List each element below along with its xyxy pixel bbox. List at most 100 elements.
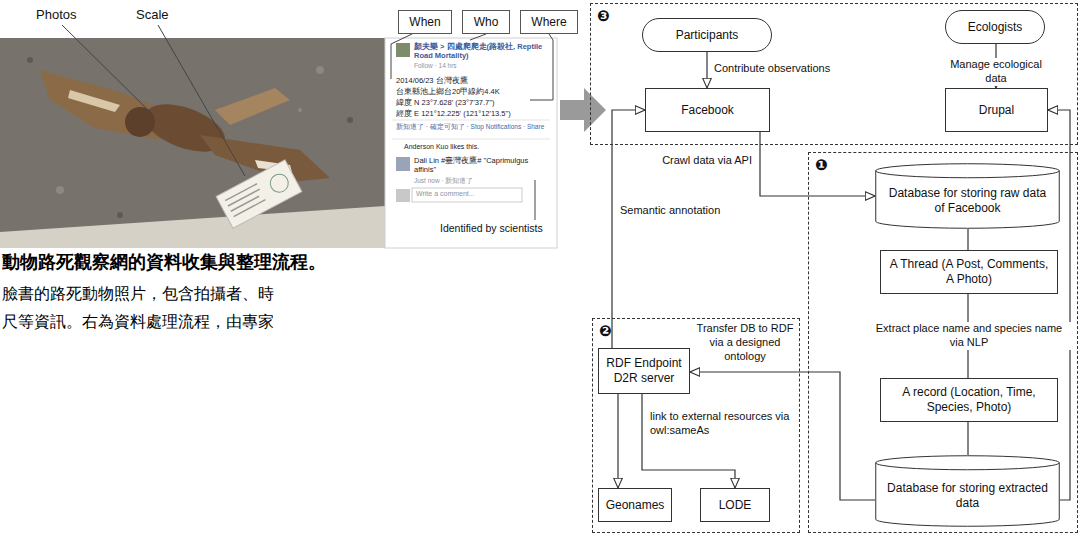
node-text: LODE [719,498,752,513]
node-text: Facebook [681,103,734,118]
actor-node: Ecologists [945,10,1045,44]
label-holder: Anderson Kuo likes this. [404,143,552,151]
node-text: When [409,15,440,30]
node-text: Database for storing extracted data [883,481,1052,511]
wing-bar [68,90,120,112]
edge-label: Manage ecological data [940,58,1052,86]
callout-label: Identified by scientists [440,222,560,235]
node-text: Where [531,15,566,30]
node-text: Participants [676,28,739,43]
edge-label-holder: Manage ecological data [940,58,1052,86]
label-holder: Write a comment... [416,190,516,198]
label-holder: Dali Lin #臺灣夜鷹# "Caprimulgus affinis" [414,156,548,174]
info-tag: When [398,10,452,34]
post-actions: 新知道了 · 確定可知了 · Stop Notifications · Shar… [396,123,551,131]
edge-label: Contribute observations [712,62,832,76]
edge-label-holder: Crawl data via API [640,150,754,168]
node-text: Drupal [979,103,1014,118]
callout-label: Photos [36,7,106,23]
label-holder: 臉書的路死動物照片，包含拍攝者、時 [2,284,422,303]
speckle [117,212,123,218]
road-photo [0,38,385,248]
label-holder: Photos [36,7,106,23]
comment-input: Write a comment... [416,190,516,198]
process-box: A record (Location, Time, Species, Photo… [880,378,1058,422]
process-box: Geonames [598,488,672,522]
node-text: Who [474,15,499,30]
edge-label: Semantic annotation [618,204,722,218]
flow-arrow [560,88,606,132]
info-tag: Who [462,10,510,34]
asphalt [0,38,385,248]
node-text: Ecologists [968,20,1023,35]
node-text: A Thread (A Post, Comments, A Photo) [887,257,1051,287]
label-holder: Identified by scientists [440,222,560,235]
label-holder: 緯度 N 23°7.628' (23°7'37.7") [396,98,551,107]
post-author: 顏夫樂 > 四處爬爬走(路殺社, Reptile Road Mortality) [414,42,548,60]
node-text: Database for storing raw data of Faceboo… [883,186,1052,216]
label-holder: 台東縣池上鄉台20甲線約4.4K [396,87,551,96]
caption-text: 動物路死觀察網的資料收集與整理流程。 [2,252,422,274]
edge-label: Transfer DB to RDF via a designed ontolo… [692,322,798,363]
card-seal [267,171,291,195]
node-text: Geonames [606,498,665,513]
bird-wing [40,70,170,140]
actor-node: Participants [642,18,772,52]
database-cylinder: Database for storing extracted data [875,455,1060,527]
region-number: ❶ [815,157,828,172]
label-holder: 新知道了 · 確定可知了 · Stop Notifications · Shar… [396,123,551,131]
cylinder-outline [876,456,1060,527]
speckle [347,117,353,123]
leader-line [158,25,245,176]
avatar [396,189,410,202]
node-text: RDF Endpoint D2R server [605,356,683,386]
speckle [27,57,33,63]
leader-line [62,25,150,112]
card [216,160,302,228]
process-box: A Thread (A Post, Comments, A Photo) [880,250,1058,294]
edge-label-holder: Transfer DB to RDF via a designed ontolo… [692,322,798,364]
separator [392,120,550,139]
bird-tail [215,88,290,125]
post-text: 經度 E 121°12.225' (121°12'13.5") [396,109,551,118]
label-holder: Scale [136,7,196,23]
process-box: Facebook [645,88,770,132]
connector [967,229,968,250]
connector [612,110,645,348]
post-likes: Anderson Kuo likes this. [404,143,552,151]
edge-label-holder: link to external resources via owl:sameA… [648,410,796,438]
node-text: A record (Location, Time, Species, Photo… [887,385,1051,415]
caption-text: 臉書的路死動物照片，包含拍攝者、時 [2,284,422,303]
process-box: RDF Endpoint D2R server [598,348,690,394]
label-holder: 2014/06/23 台灣夜鷹 [396,76,551,85]
scale-card [216,160,302,228]
comment-box [412,188,522,202]
post-text: 2014/06/23 台灣夜鷹 [396,76,551,85]
speckle [298,108,302,112]
process-box: LODE [700,488,770,522]
database-cylinder: Database for storing raw data of Faceboo… [875,163,1060,229]
leader-line [535,180,536,220]
edge-label-holder: Contribute observations [712,58,852,76]
card-lines [225,184,265,217]
callout-label: Scale [136,7,196,23]
speckle [56,186,64,194]
edge-label: Crawl data via API [660,154,754,168]
connector [967,422,968,455]
avatar [396,157,410,171]
panel [385,38,557,248]
edge-label-holder: Semantic annotation [618,200,728,218]
label-holder: Just now · 新知道了 [414,177,548,185]
cylinder-cap [876,463,1060,470]
edge-label: Extract place name and species name via … [866,322,1072,350]
connector [642,394,735,488]
region-number: ❷ [599,323,612,338]
connector [617,394,618,488]
label-holder: 動物路死觀察網的資料收集與整理流程。 [2,252,422,274]
edge-label: link to external resources via owl:sameA… [648,410,796,438]
post-meta: Follow · 14 hrs [414,62,548,70]
label-holder: 經度 E 121°12.225' (121°12'13.5") [396,109,551,118]
info-tag: Where [520,10,578,34]
process-box: Drupal [945,88,1048,132]
